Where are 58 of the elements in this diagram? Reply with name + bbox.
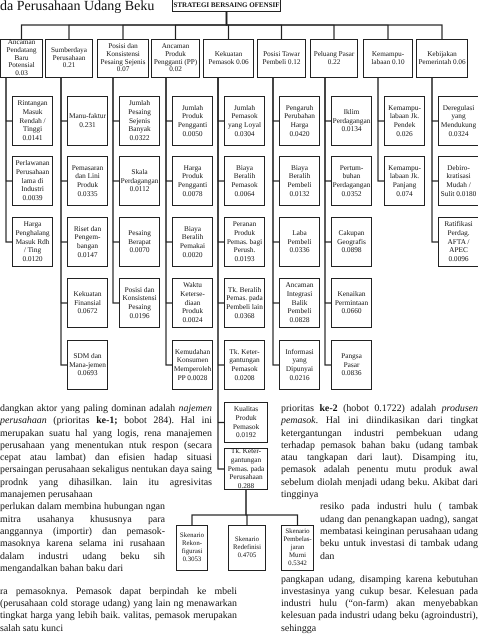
factor-box bbox=[172, 217, 213, 267]
criterion-box bbox=[203, 39, 254, 78]
factor-box bbox=[384, 156, 425, 206]
factor-box bbox=[279, 96, 320, 146]
connector-line bbox=[377, 78, 384, 182]
connector-line bbox=[112, 78, 119, 304]
factor-box bbox=[224, 340, 265, 390]
factor-box bbox=[279, 340, 320, 390]
factor-box bbox=[384, 96, 425, 146]
factor-box bbox=[172, 340, 213, 390]
goal-box bbox=[172, 0, 281, 12]
factor-box bbox=[172, 96, 213, 146]
factor-box bbox=[331, 278, 372, 328]
criterion-box bbox=[0, 39, 43, 78]
factor-box bbox=[67, 278, 108, 328]
connector-line bbox=[431, 78, 438, 243]
factor-box bbox=[67, 156, 108, 206]
criterion-box bbox=[310, 39, 358, 78]
factor-box bbox=[279, 278, 320, 328]
body-paragraph: ra pemasoknya. Pemasok dapat berpindah ke mbeli (perusahaan cold storage udang) yang lain ng menawarkan tingkat harga yang lebih baik. valitas, pemasok merupakan salah satu kunci bbox=[0, 586, 237, 635]
connector-line bbox=[60, 78, 67, 366]
factor-box bbox=[438, 156, 478, 206]
factor-box bbox=[331, 156, 372, 206]
factor-box bbox=[119, 96, 160, 146]
factor-box bbox=[331, 340, 372, 390]
factor-box bbox=[172, 278, 213, 328]
factor-box bbox=[331, 217, 372, 267]
factor-box bbox=[67, 96, 108, 146]
factor-box bbox=[331, 96, 372, 146]
criterion-box bbox=[363, 39, 413, 78]
factor-box bbox=[224, 278, 265, 328]
connector-line bbox=[5, 78, 12, 243]
factor-box bbox=[279, 217, 320, 267]
body-paragraph: pangkapan udang, disamping karena kebutuhan investasinya yang cukup besar. Kelesuan pada industri hulu (“on-farm) akan menyebabkan kelesuan pada industri udang beku (agroindustri), sehingga bbox=[281, 574, 478, 635]
factor-box bbox=[119, 278, 160, 328]
factor-box bbox=[224, 96, 265, 146]
body-paragraph: resiko pada industri hulu ( tambak udang dan penangkapan uadng), sangat membatasi keinginan perusahaan udang beku untuk investasi di tambak udang dan bbox=[320, 501, 478, 563]
factor-box bbox=[224, 156, 265, 206]
factor-box bbox=[172, 156, 213, 206]
scenario-box bbox=[176, 525, 208, 571]
criterion-box bbox=[416, 39, 468, 78]
factor-box bbox=[67, 340, 108, 390]
criterion-box bbox=[45, 39, 93, 78]
connector-line bbox=[226, 12, 443, 39]
connector-line bbox=[165, 78, 172, 366]
factor-box bbox=[279, 156, 320, 206]
factor-box bbox=[67, 217, 108, 267]
factor-box bbox=[119, 217, 160, 267]
connector-line bbox=[245, 490, 298, 525]
page-heading: da Perusahaan Udang Beku bbox=[0, 0, 154, 15]
scenario-box bbox=[228, 525, 266, 571]
factor-box bbox=[438, 96, 478, 146]
criterion-box bbox=[257, 39, 306, 78]
connector-line bbox=[324, 78, 331, 366]
factor-box bbox=[224, 402, 268, 443]
factor-box bbox=[119, 156, 160, 206]
body-paragraph: perlukan dalam membina hubungan ngan mitra usahanya khususnya para anggannya (importir) dan pemasok- masoknya karena selama ini rusahaan dalam industri udang beku sih mengandalkan bahan baku dari bbox=[0, 501, 165, 576]
connector-line bbox=[272, 78, 279, 366]
